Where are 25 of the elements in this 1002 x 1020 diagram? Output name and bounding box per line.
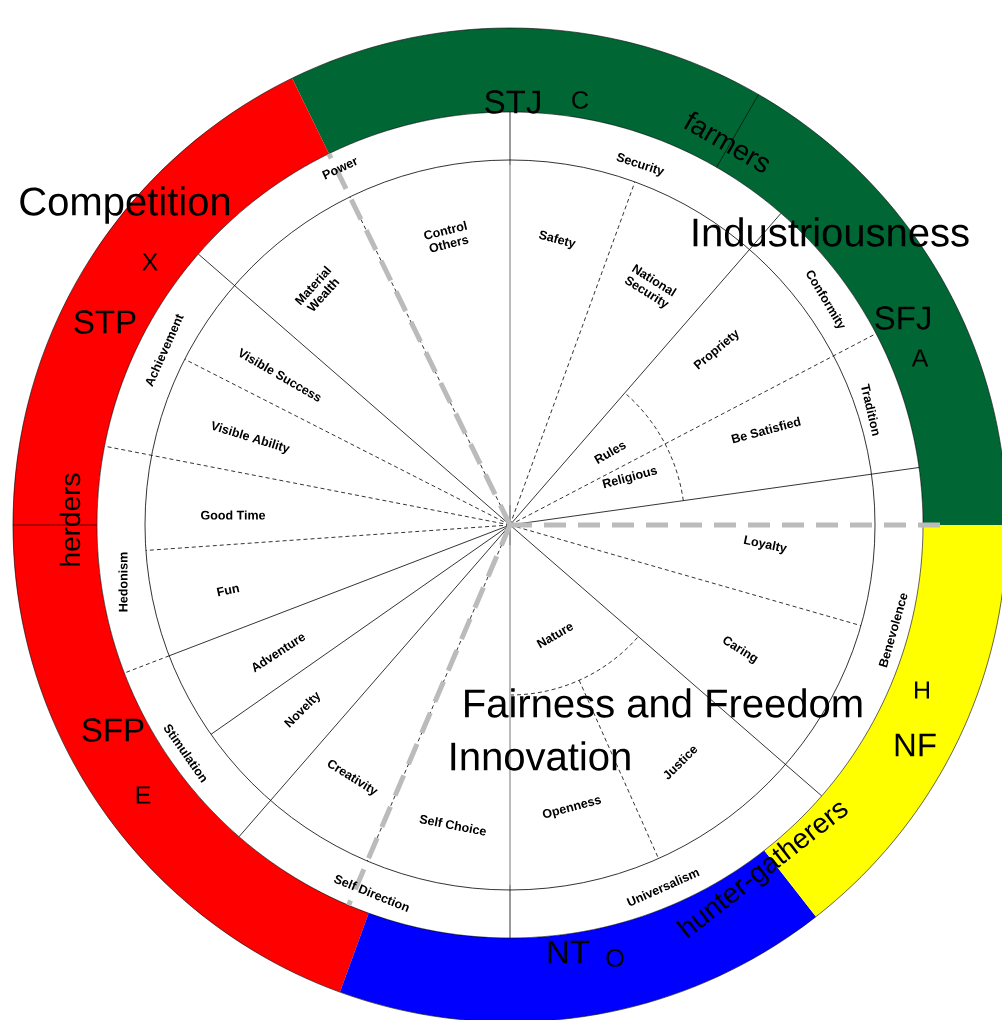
sector-label: Loyalty: [743, 535, 788, 555]
ring-label: E: [136, 786, 151, 804]
ring-label: SFP: [82, 718, 144, 742]
ring-label: O: [606, 949, 624, 967]
sector-label: Fun: [216, 585, 240, 597]
ring-label: A: [911, 349, 929, 367]
sector-label: Control Others: [424, 220, 469, 252]
sector-label: Self Choice: [419, 815, 486, 836]
ring-label: STP: [74, 310, 136, 334]
ring-label: C: [572, 91, 589, 109]
ring-label: X: [142, 253, 158, 271]
theme-label: Fairness and Freedom: [465, 688, 862, 718]
ring-label: SFJ: [875, 306, 930, 330]
ring-label: STJ: [485, 90, 540, 114]
ring-label: herders: [59, 473, 81, 566]
theme-label: Innovation: [451, 741, 630, 771]
sector-label: Visible Ability: [212, 420, 290, 455]
sector-label: Good Time: [201, 510, 266, 520]
ring-label: H: [915, 681, 929, 699]
ring-label: NT: [548, 940, 590, 964]
sector-label: Religious: [602, 468, 658, 489]
band-label: Tradition: [861, 383, 879, 436]
band-label: Hedonism: [118, 552, 128, 612]
sector-label: Safety: [538, 230, 576, 250]
ring-label: NF: [895, 733, 936, 757]
